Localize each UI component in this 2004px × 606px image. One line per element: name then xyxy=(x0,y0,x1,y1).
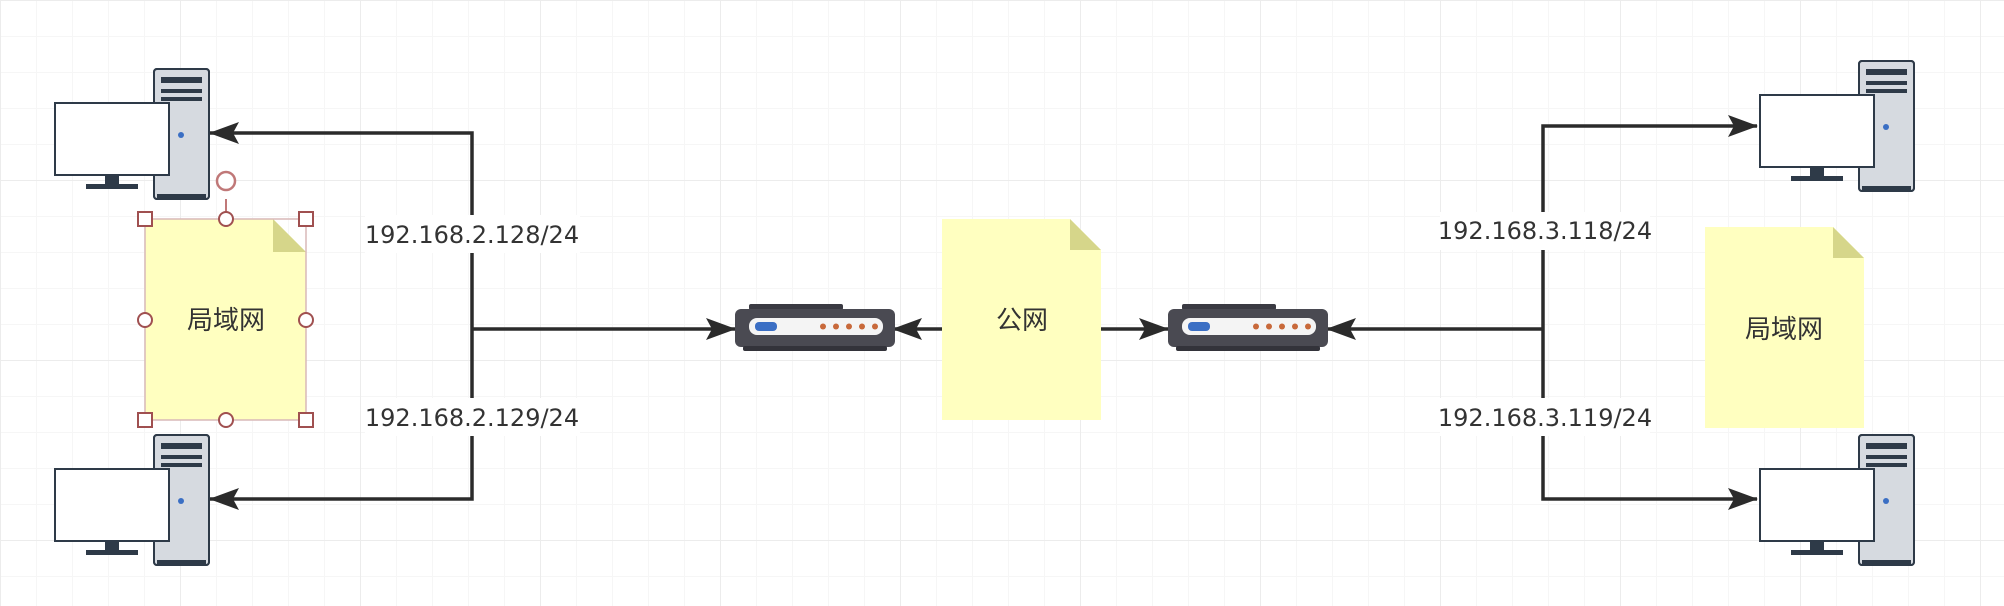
rotate-handle[interactable] xyxy=(215,170,237,192)
computer-right-bottom-icon[interactable] xyxy=(1759,434,1915,566)
resize-handle-w[interactable] xyxy=(137,312,153,328)
router-right-icon[interactable] xyxy=(1168,304,1328,351)
connector-right-bottom[interactable] xyxy=(1541,329,1758,510)
ip-label-left-bottom: 192.168.2.129/24 xyxy=(365,404,579,432)
note-public-net-text: 公网 xyxy=(996,306,1048,336)
ip-label-left-top: 192.168.2.128/24 xyxy=(365,221,579,249)
connectors xyxy=(209,115,1758,510)
resize-handle-n[interactable] xyxy=(218,211,234,227)
computer-left-bottom-icon[interactable] xyxy=(54,434,210,566)
connector-right-top[interactable] xyxy=(1541,115,1758,329)
note-left-lan-text: 局域网 xyxy=(187,306,265,336)
selection-handles[interactable] xyxy=(137,170,314,428)
note-left-lan[interactable]: 局域网 xyxy=(145,219,306,420)
resize-handle-se[interactable] xyxy=(298,412,314,428)
computer-right-top-icon[interactable] xyxy=(1759,60,1915,192)
note-right-lan[interactable]: 局域网 xyxy=(1705,227,1864,428)
connector-left-top[interactable] xyxy=(209,122,474,329)
resize-handle-ne[interactable] xyxy=(298,211,314,227)
note-public-net[interactable]: 公网 xyxy=(942,219,1101,420)
computer-left-top-icon[interactable] xyxy=(54,68,210,200)
resize-handle-s[interactable] xyxy=(218,412,234,428)
resize-handle-nw[interactable] xyxy=(137,211,153,227)
router-left-icon[interactable] xyxy=(735,304,895,351)
resize-handle-e[interactable] xyxy=(298,312,314,328)
connector-left-bottom[interactable] xyxy=(209,329,474,510)
ip-label-right-bottom: 192.168.3.119/24 xyxy=(1438,404,1652,432)
ip-label-right-top: 192.168.3.118/24 xyxy=(1438,217,1652,245)
resize-handle-sw[interactable] xyxy=(137,412,153,428)
note-right-lan-text: 局域网 xyxy=(1745,315,1823,345)
